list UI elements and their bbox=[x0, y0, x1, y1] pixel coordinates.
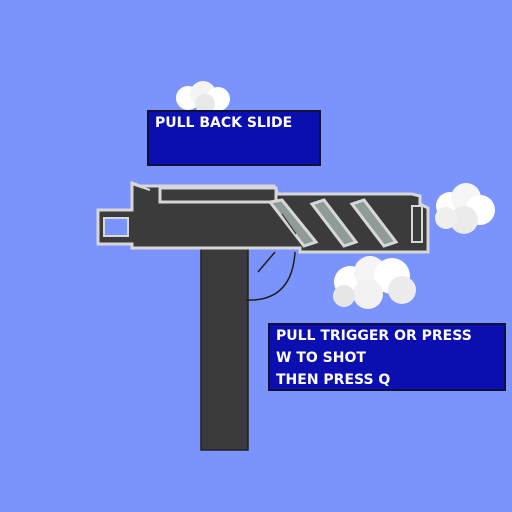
gun-slide[interactable] bbox=[131, 183, 278, 204]
trigger-instruction-line-3: THEN PRESS Q bbox=[276, 372, 391, 388]
trigger[interactable] bbox=[257, 251, 276, 273]
slide-instruction-text: PULL BACK SLIDE bbox=[155, 115, 293, 131]
ejection-vents bbox=[267, 198, 399, 248]
slide-instruction-box: PULL BACK SLIDE bbox=[147, 110, 321, 166]
trigger-instruction-line-2: W TO SHOT bbox=[276, 350, 366, 366]
trigger-instruction-line-1: PULL TRIGGER OR PRESS bbox=[276, 328, 472, 344]
gun-grip[interactable] bbox=[200, 247, 249, 451]
trigger-instruction-box: PULL TRIGGER OR PRESS W TO SHOT THEN PRE… bbox=[268, 323, 506, 391]
smoke-puff-top bbox=[176, 81, 230, 114]
trigger-guard[interactable] bbox=[245, 251, 296, 301]
smoke-puff-ejection bbox=[333, 256, 416, 309]
smoke-puff-muzzle bbox=[435, 183, 495, 234]
